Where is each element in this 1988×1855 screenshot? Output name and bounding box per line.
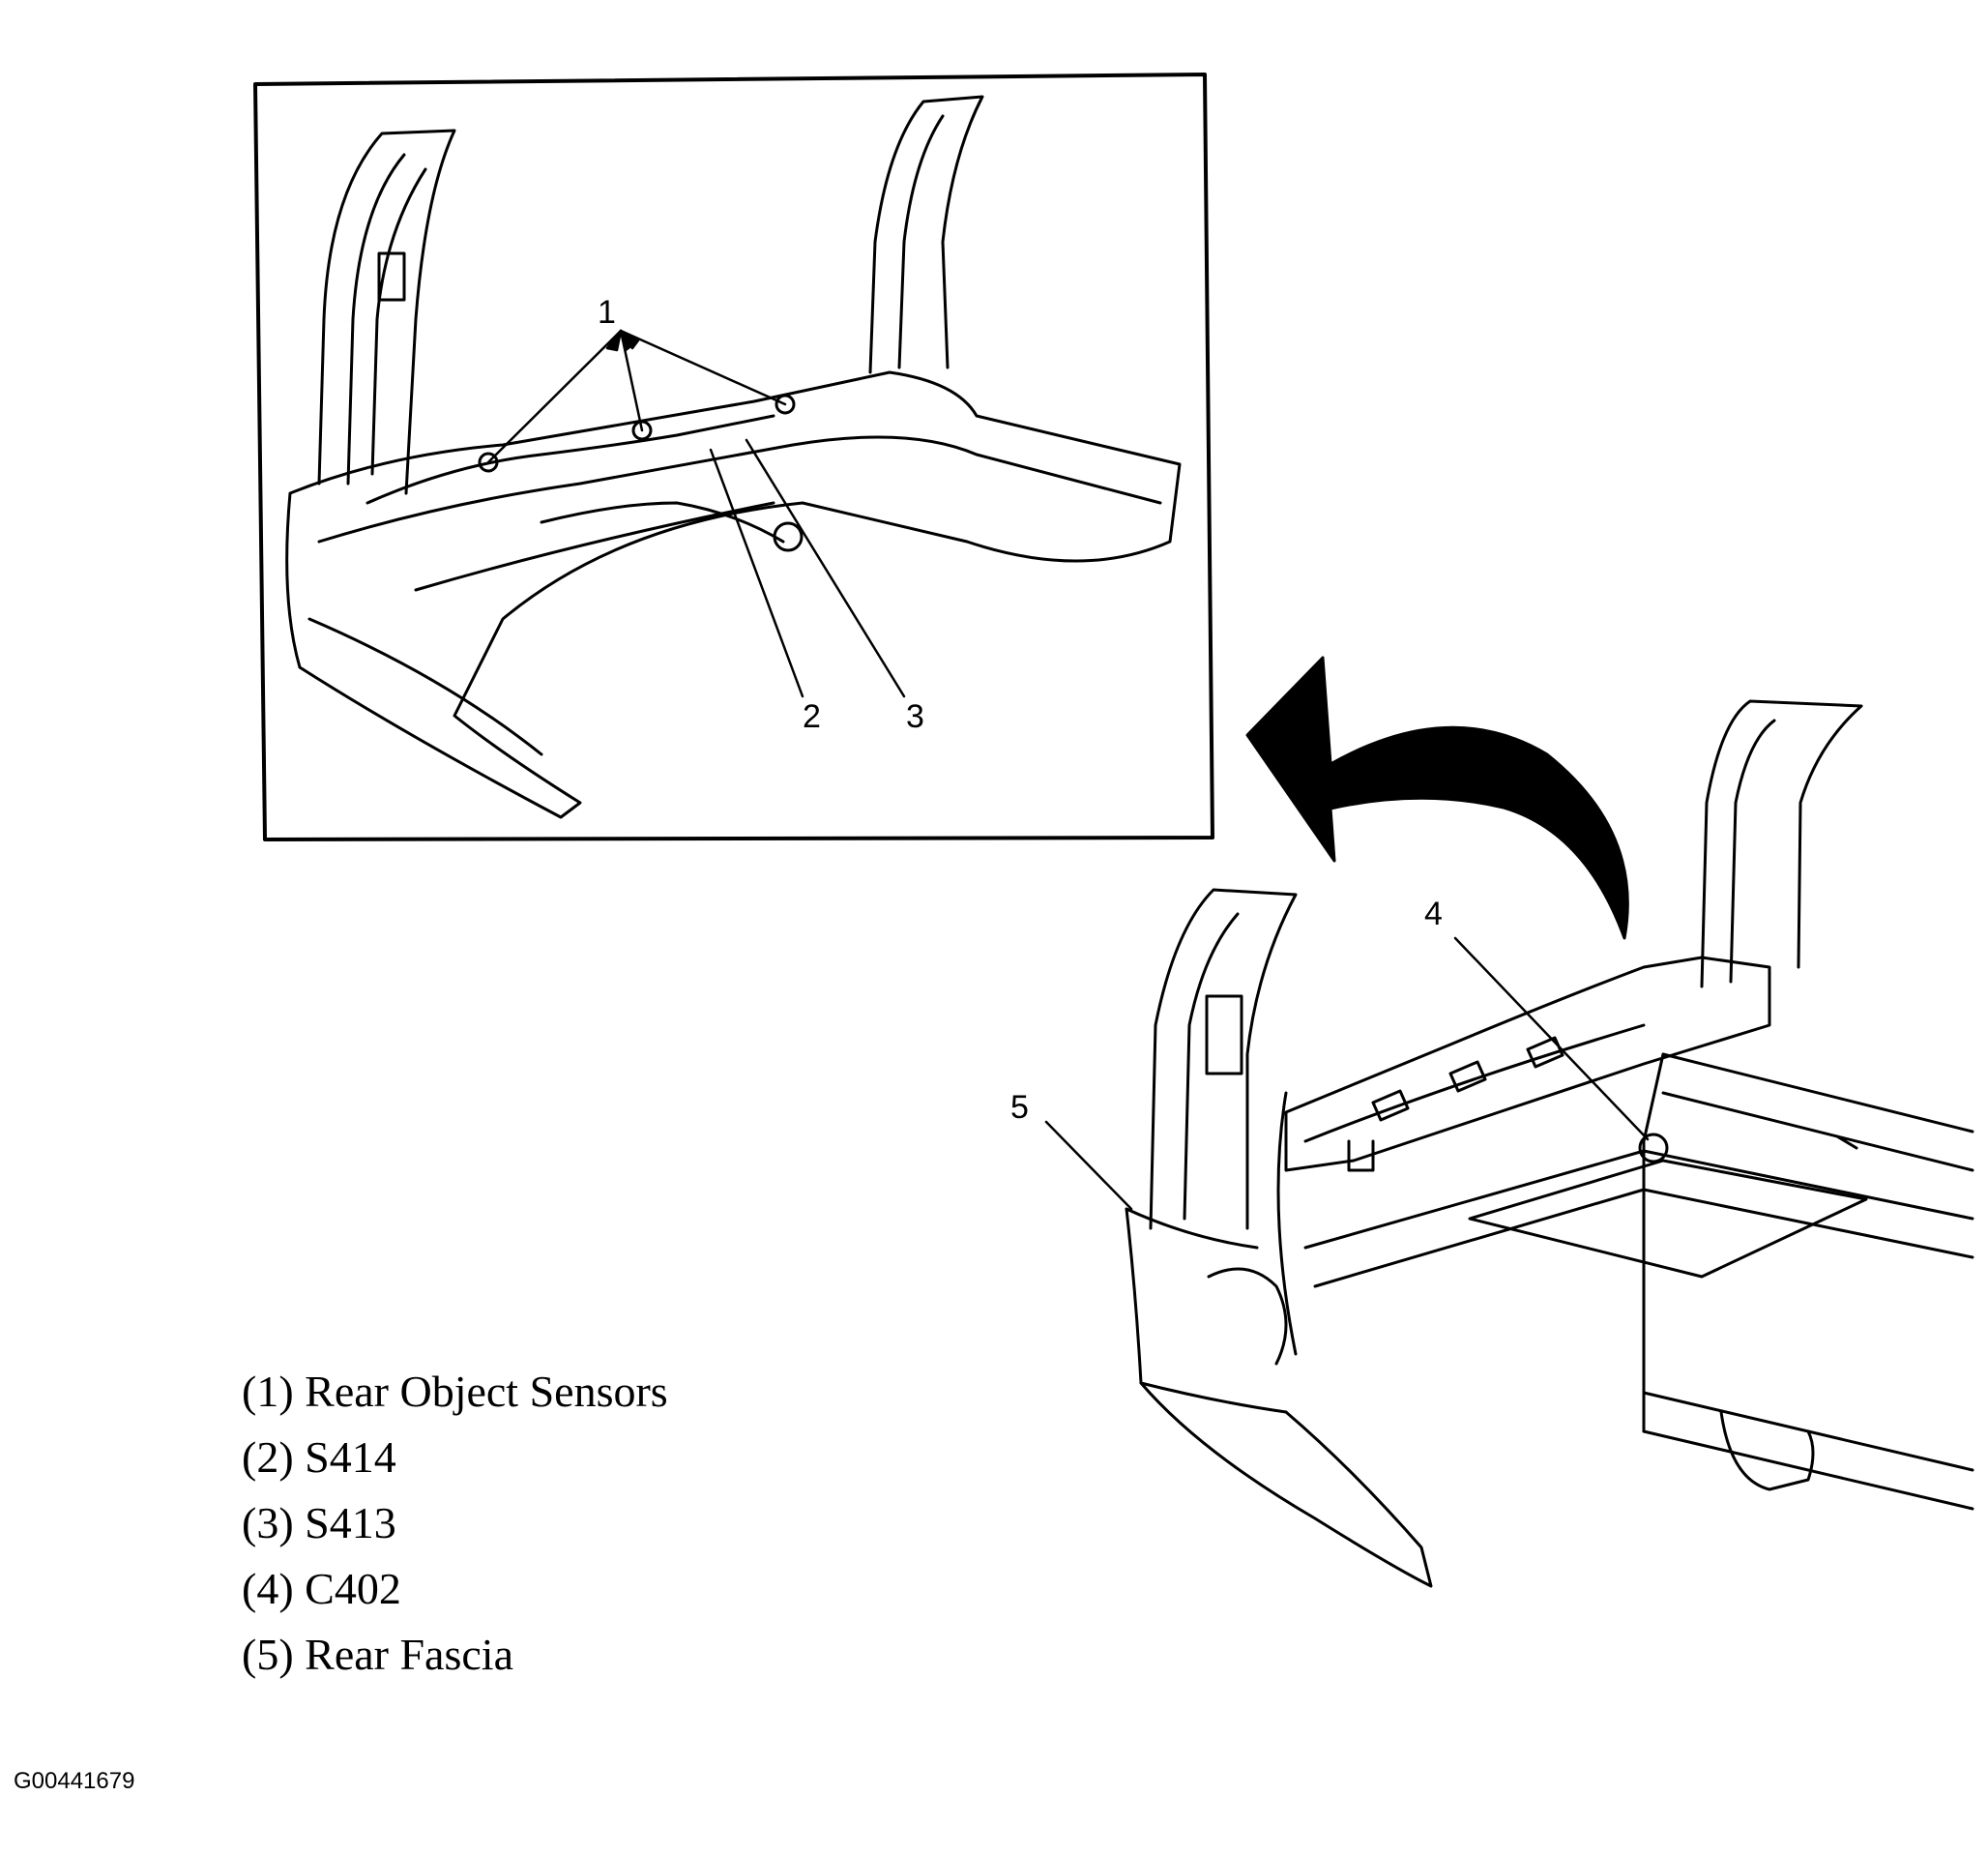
legend-number: (4) xyxy=(242,1564,294,1613)
legend-number: (5) xyxy=(242,1630,294,1679)
inset-bumper-fascia xyxy=(285,95,1182,819)
callout-4: 4 xyxy=(1424,896,1443,932)
legend-number: (1) xyxy=(242,1367,294,1416)
legend-label: C402 xyxy=(305,1564,401,1613)
legend-label: Rear Fascia xyxy=(305,1630,513,1679)
legend: (1) Rear Object Sensors (2) S414 (3) S41… xyxy=(242,1366,668,1694)
legend-item: (4) C402 xyxy=(242,1563,668,1629)
curved-arrow xyxy=(1245,656,1629,940)
inset-frame xyxy=(253,73,1214,841)
legend-item: (1) Rear Object Sensors xyxy=(242,1366,668,1431)
legend-number: (2) xyxy=(242,1432,294,1482)
legend-number: (3) xyxy=(242,1498,294,1547)
callout-3: 3 xyxy=(906,698,924,735)
legend-item: (2) S414 xyxy=(242,1431,668,1497)
vehicle-rear-frame xyxy=(1125,699,1974,1588)
leader-lines-main xyxy=(1044,936,1650,1211)
callout-5: 5 xyxy=(1010,1089,1029,1126)
figure-id: G00441679 xyxy=(14,1768,135,1794)
legend-label: Rear Object Sensors xyxy=(305,1367,668,1416)
legend-item: (5) Rear Fascia xyxy=(242,1629,668,1694)
callout-2: 2 xyxy=(803,698,821,735)
legend-label: S414 xyxy=(305,1432,396,1482)
legend-item: (3) S413 xyxy=(242,1497,668,1563)
legend-label: S413 xyxy=(305,1498,396,1547)
leader-lines-inset xyxy=(486,329,906,698)
callout-1: 1 xyxy=(598,294,616,331)
